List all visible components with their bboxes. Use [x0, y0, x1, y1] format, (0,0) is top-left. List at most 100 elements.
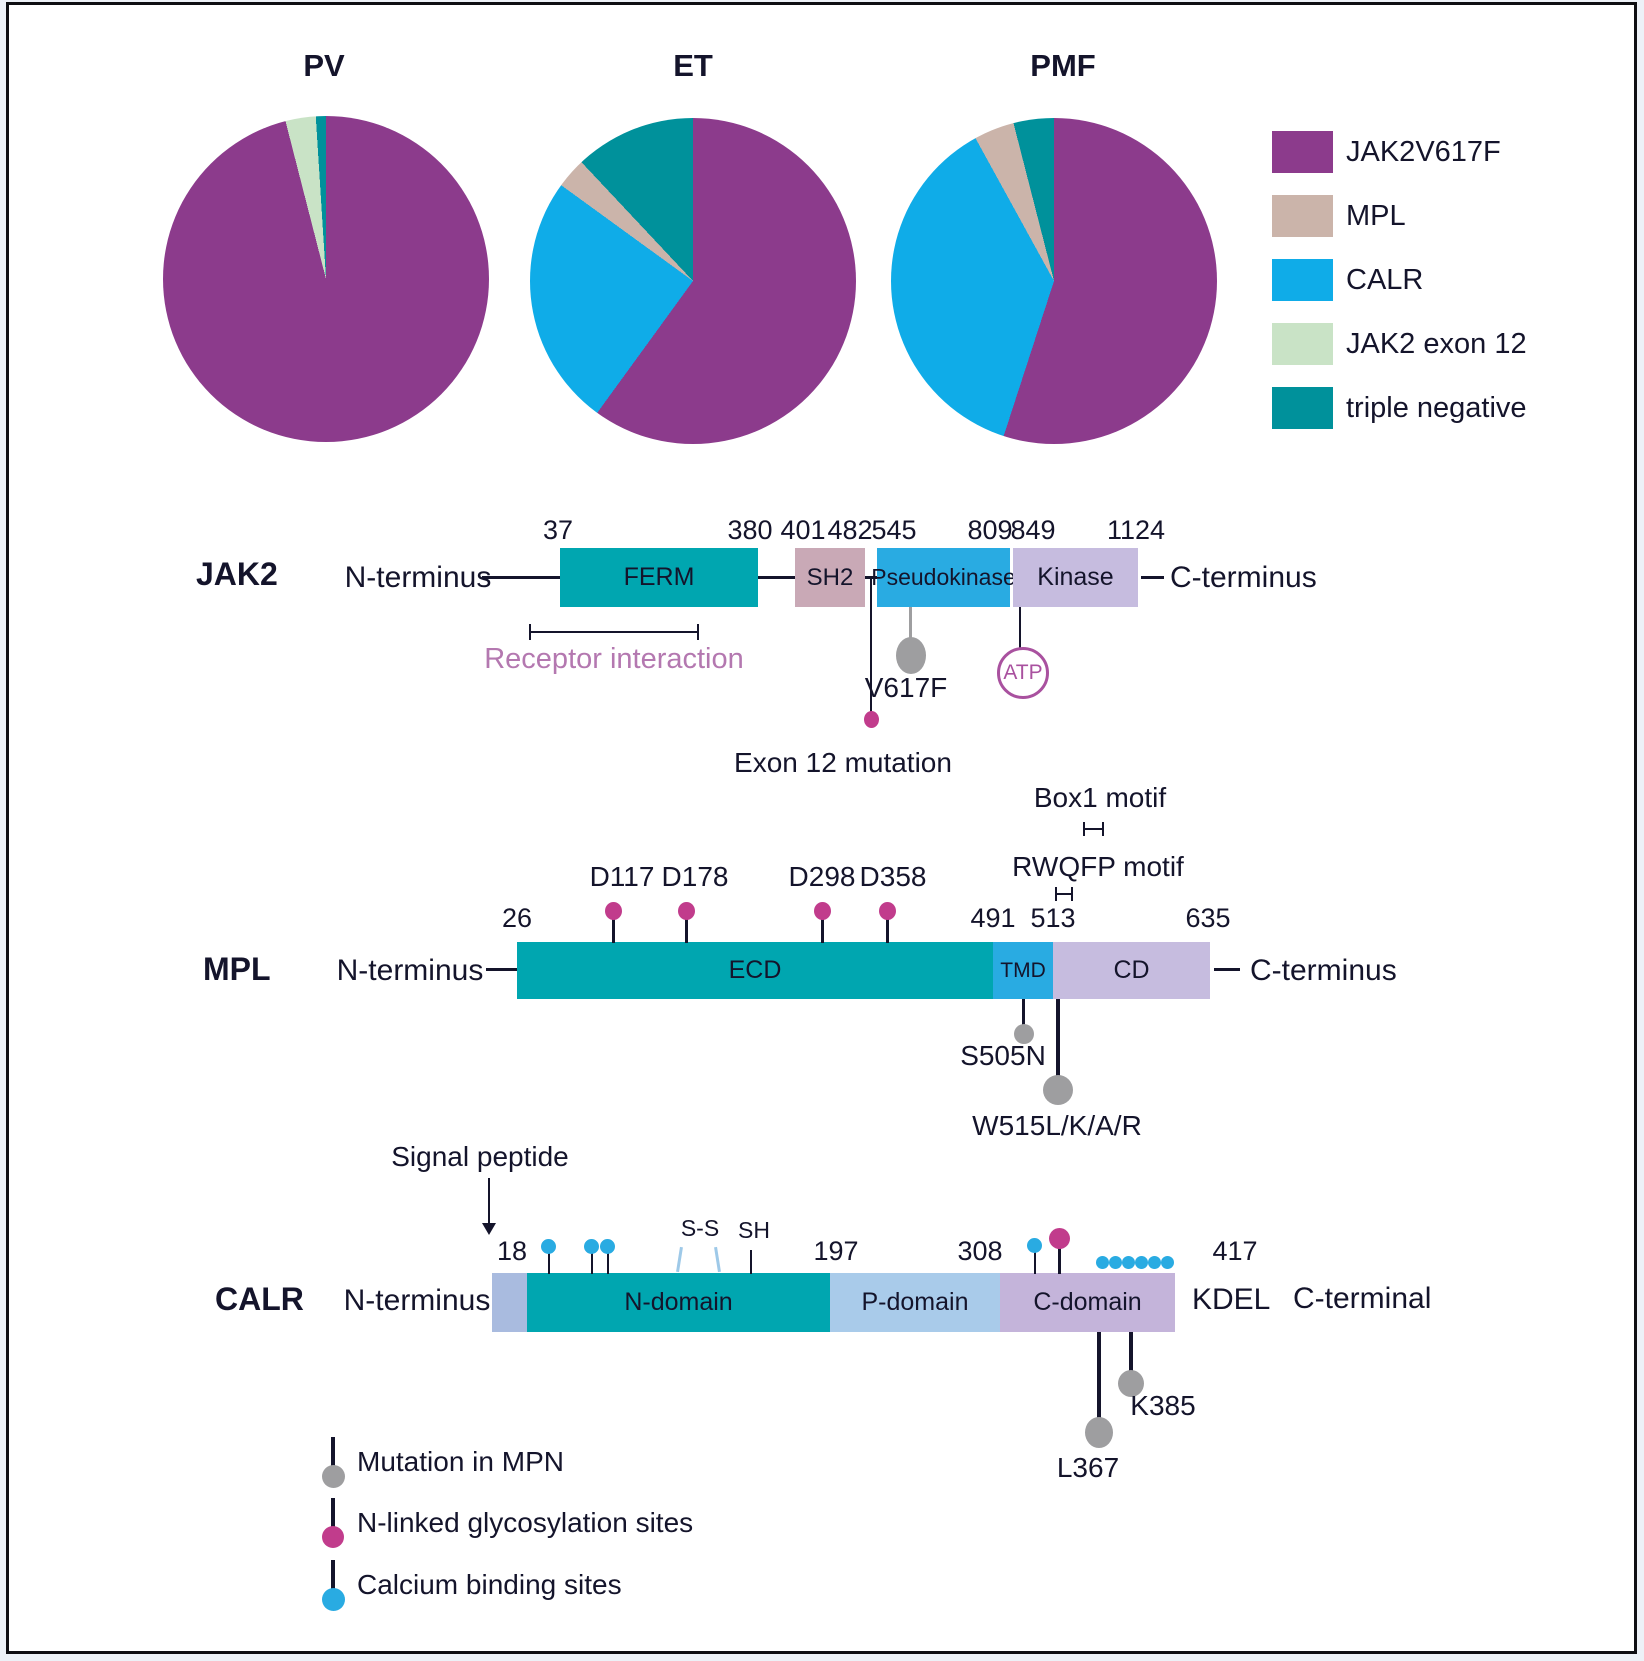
calr-signal-peptide-box — [492, 1273, 527, 1332]
jak2-domain-pseudokinase: Pseudokinase — [871, 548, 1016, 607]
jak2-backbone-line — [482, 576, 560, 579]
site-legend-mutation-label: Mutation in MPN — [357, 1446, 564, 1477]
site-legend-calcium-dot — [322, 1588, 345, 1611]
calcium-dot-2 — [584, 1239, 599, 1254]
mpl-pos-513: 513 — [1030, 903, 1076, 933]
mpl-site-d358-stem — [886, 918, 889, 943]
legend-swatch-calr — [1272, 259, 1333, 301]
mpl-backbone-line — [486, 968, 517, 971]
box1-motif-bracket — [1083, 828, 1104, 830]
mpl-site-d298-dot — [814, 902, 831, 920]
mpl-site-d117-label: D117 — [589, 861, 655, 892]
legend-label-jak2exon12: JAK2 exon 12 — [1346, 328, 1527, 360]
sh-stem — [750, 1250, 752, 1274]
legend-swatch-triplenegative — [1272, 387, 1333, 429]
legend-swatch-jak2v617f — [1272, 131, 1333, 173]
w515-label: W515L/K/A/R — [972, 1110, 1142, 1141]
exon12-dot — [864, 711, 879, 728]
atp-label: ATP — [1003, 661, 1043, 684]
atp-stem — [1019, 607, 1021, 649]
glyco-dot-cdomain — [1049, 1228, 1070, 1249]
rwqfp-motif-label: RWQFP motif — [1012, 851, 1184, 882]
legend-label-jak2v617f: JAK2V617F — [1346, 136, 1501, 168]
calr-domain-c: C-domain — [1000, 1273, 1175, 1332]
calr-domain-c-label: C-domain — [1033, 1288, 1142, 1316]
box1-bracket-tick-left — [1083, 822, 1085, 836]
jak2-domain-pseudokinase-label: Pseudokinase — [871, 564, 1016, 590]
mpl-domain-tmd-label: TMD — [1000, 958, 1046, 982]
mpl-domain-ecd: ECD — [517, 942, 993, 999]
protein-name-mpl: MPL — [203, 951, 271, 987]
legend-swatch-jak2exon12 — [1272, 323, 1333, 365]
jak2-pos-545: 545 — [871, 515, 917, 545]
sh-label: SH — [738, 1217, 770, 1243]
signal-peptide-arrowhead — [482, 1223, 496, 1235]
calcium-dot-308 — [1027, 1238, 1042, 1253]
mpl-pos-635: 635 — [1185, 903, 1231, 933]
jak2-domain-sh2: SH2 — [795, 548, 865, 607]
legend-swatch-mpl — [1272, 195, 1333, 237]
calcium-cluster-dot-2 — [1109, 1256, 1122, 1269]
protein-name-jak2: JAK2 — [196, 556, 278, 592]
calr-domain-n-label: N-domain — [624, 1288, 733, 1316]
jak2-domain-kinase-label: Kinase — [1037, 563, 1114, 591]
mpl-domain-tmd: TMD — [993, 942, 1053, 999]
calr-pos-197: 197 — [813, 1236, 859, 1266]
glyco-stem-cdomain — [1058, 1247, 1061, 1274]
calcium-cluster-dot-5 — [1148, 1256, 1161, 1269]
mpl-pos-26: 26 — [501, 903, 533, 933]
jak2-linker-1 — [758, 576, 795, 579]
site-legend-glyco-stem — [331, 1498, 335, 1530]
exon12-stem — [870, 579, 872, 713]
l367-stem — [1097, 1332, 1101, 1420]
k385-stem — [1129, 1332, 1133, 1372]
pie-chart-et — [530, 118, 856, 444]
box1-motif-label: Box1 motif — [1033, 782, 1167, 813]
protein-name-calr: CALR — [215, 1281, 304, 1317]
k385-circle — [1118, 1370, 1144, 1397]
signal-peptide-arrow-line — [488, 1178, 490, 1224]
site-legend-mutation-stem — [331, 1437, 335, 1469]
site-legend-calcium-stem — [331, 1560, 335, 1592]
mpl-c-dash — [1214, 968, 1240, 971]
mpl-site-d358-label: D358 — [859, 861, 927, 892]
calcium-dot-3 — [600, 1239, 615, 1254]
v617f-label: V617F — [864, 672, 948, 703]
kdel-label: KDEL — [1192, 1283, 1271, 1316]
calr-domain-p-label: P-domain — [861, 1288, 969, 1316]
k385-label: K385 — [1130, 1390, 1196, 1421]
atp-circle: ATP — [997, 647, 1049, 699]
s505n-circle — [1014, 1024, 1034, 1044]
jak2-pos-849: 849 — [1010, 515, 1056, 545]
calr-pos-417: 417 — [1212, 1236, 1258, 1266]
mpl-site-d178-dot — [678, 902, 695, 920]
calr-domain-p: P-domain — [830, 1273, 1000, 1332]
box1-bracket-tick-right — [1102, 822, 1104, 836]
receptor-interaction-label: Receptor interaction — [484, 643, 744, 675]
legend-label-mpl: MPL — [1346, 200, 1406, 232]
v617f-circle — [896, 637, 926, 674]
jak2-domain-ferm-label: FERM — [623, 563, 695, 591]
w515-stem — [1056, 999, 1060, 1077]
calcium-dot-1 — [541, 1239, 556, 1254]
rwqfp-bracket-tick-right — [1071, 887, 1073, 901]
jak2-domain-sh2-label: SH2 — [806, 563, 854, 591]
calr-domain-n: N-domain — [527, 1273, 830, 1332]
receptor-interaction-bracket — [529, 631, 699, 633]
calcium-stem-1 — [548, 1251, 550, 1274]
mpl-site-d358-dot — [879, 902, 896, 920]
calr-c-terminal-label: C-terminal — [1293, 1282, 1432, 1315]
calcium-cluster-dot-3 — [1122, 1256, 1135, 1269]
pie-title-pv: PV — [303, 48, 345, 83]
pie-title-et: ET — [673, 48, 713, 83]
site-legend-mutation-dot — [322, 1465, 345, 1488]
mpl-site-d117-stem — [612, 918, 615, 943]
w515-circle — [1043, 1075, 1073, 1105]
v617f-stem — [909, 607, 912, 640]
receptor-interaction-bracket-tick-left — [529, 624, 531, 640]
jak2-domain-ferm: FERM — [560, 548, 758, 607]
jak2-n-terminus-label: N-terminus — [344, 561, 492, 594]
mpl-domain-cd: CD — [1053, 942, 1210, 999]
calcium-cluster-dot-6 — [1161, 1256, 1174, 1269]
